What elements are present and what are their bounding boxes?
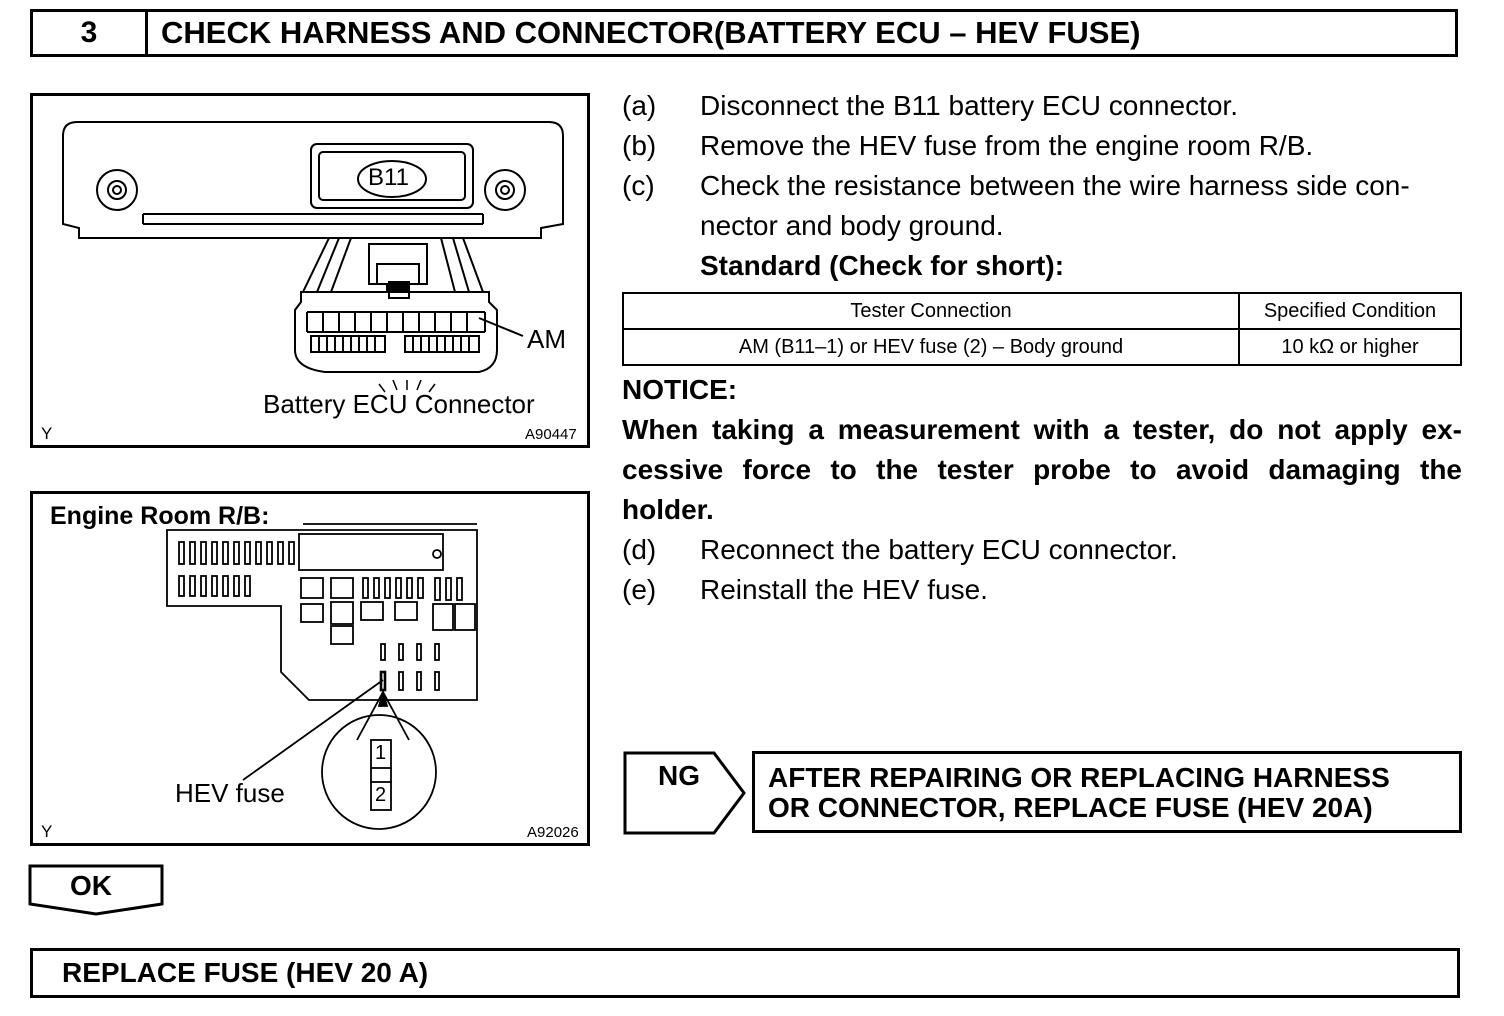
battery-ecu-illustration [62, 121, 564, 393]
engine-room-rb-figure: Engine Room R/B: 1 2 HEV fuse Y A92026 [30, 491, 590, 846]
ng-result-line: AFTER REPAIRING OR REPLACING HARNESS [768, 762, 1390, 793]
step-text: Check the resistance between the wire ha… [700, 170, 1410, 201]
relay-block-illustration [166, 523, 478, 830]
table-row: AM (B11–1) or HEV fuse (2) – Body ground… [622, 328, 1462, 366]
final-result-box: REPLACE FUSE (HEV 20 A) [30, 948, 1460, 998]
step-label: (c) [622, 170, 655, 201]
table-cell: AM (B11–1) or HEV fuse (2) – Body ground [622, 328, 1240, 366]
connector-caption: Battery ECU Connector [263, 389, 535, 419]
step-label: (a) [622, 90, 657, 121]
figure-corner-letter: Y [41, 424, 53, 443]
relay-block-title: Engine Room R/B: [50, 502, 270, 530]
step-text: Reinstall the HEV fuse. [700, 574, 988, 605]
standard-label: Standard (Check for short): [700, 250, 1065, 281]
terminal-2-label: 2 [375, 784, 387, 806]
step-c-continued: nector and body ground. [700, 210, 1004, 241]
am-terminal-label: AM [527, 324, 566, 354]
notice-line: When taking a measurement with a tester,… [622, 414, 1462, 445]
step-label: (b) [622, 130, 657, 161]
ng-result-line: OR CONNECTOR, REPLACE FUSE (HEV 20A) [768, 792, 1373, 823]
ng-result-box: AFTER REPAIRING OR REPLACING HARNESS OR … [752, 751, 1462, 833]
step-text: Reconnect the battery ECU connector. [700, 534, 1178, 565]
step-label: (d) [622, 534, 657, 565]
hev-fuse-label: HEV fuse [175, 778, 285, 808]
notice-line: holder. [622, 494, 714, 525]
spec-table: Tester Connection Specified Condition AM… [622, 292, 1462, 366]
step-number: 3 [33, 12, 148, 54]
ok-arrow-shape [28, 864, 164, 916]
table-cell: 10 kΩ or higher [1238, 328, 1462, 366]
step-text: Disconnect the B11 battery ECU connector… [700, 90, 1238, 121]
table-header: Tester Connection [622, 292, 1240, 330]
step-text: Remove the HEV fuse from the engine room… [700, 130, 1314, 161]
step-title: CHECK HARNESS AND CONNECTOR(BATTERY ECU … [161, 15, 1141, 50]
ng-label: NG [658, 760, 700, 791]
ok-arrow: OK [28, 864, 168, 916]
final-result-text: REPLACE FUSE (HEV 20 A) [62, 957, 429, 988]
connector-code-label: B11 [368, 164, 409, 191]
figure-corner-letter: Y [41, 822, 53, 841]
battery-ecu-figure: B11 AM Battery ECU Connector Y A90447 [30, 93, 590, 448]
ok-label: OK [70, 870, 112, 901]
ng-arrow: NG [622, 750, 748, 836]
notice-line: cessive force to the tester probe to avo… [622, 454, 1462, 485]
notice-title: NOTICE: [622, 374, 738, 405]
table-header-row: Tester Connection Specified Condition [622, 292, 1462, 330]
terminal-1-label: 1 [375, 742, 387, 764]
table-header: Specified Condition [1238, 292, 1462, 330]
figure-id: A90447 [525, 426, 577, 443]
figure-id: A92026 [527, 824, 579, 841]
step-header: 3 CHECK HARNESS AND CONNECTOR(BATTERY EC… [30, 9, 1458, 57]
step-label: (e) [622, 574, 657, 605]
ng-arrow-shape [623, 751, 746, 835]
